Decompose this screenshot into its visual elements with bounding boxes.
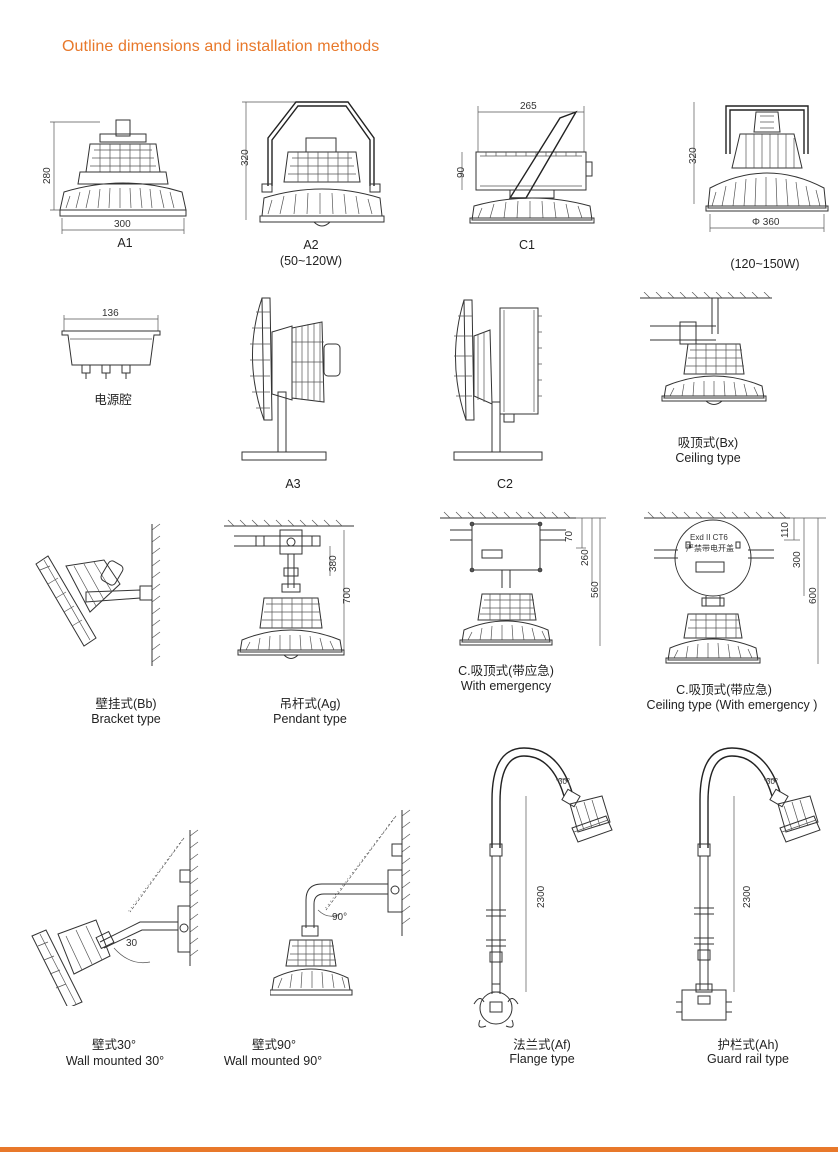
a1-caption: A1 bbox=[117, 236, 133, 250]
c1-drawing: 265 90 bbox=[456, 101, 595, 224]
ce2-dim-110: 110 bbox=[780, 522, 791, 538]
hb-dim-height: 320 bbox=[688, 147, 699, 164]
hb-caption: (120~150W) bbox=[730, 257, 800, 271]
ce2-dim-300: 300 bbox=[792, 551, 803, 568]
c1-caption: C1 bbox=[519, 238, 535, 252]
a1-drawing: 280 300 bbox=[42, 119, 187, 234]
ah-dim-length: 2300 bbox=[742, 885, 753, 908]
c1-dim-width: 265 bbox=[520, 101, 537, 112]
a2-caption: A2 bbox=[303, 238, 319, 252]
ce2-drawing: Exd II CT6 严禁带电开盖 110 300 600 bbox=[644, 511, 826, 664]
ah-caption-en: Guard rail type bbox=[707, 1052, 789, 1066]
af-dim-length: 2300 bbox=[536, 885, 547, 908]
ce2-label: Exd II CT6 bbox=[690, 533, 728, 542]
w30-caption: 壁式30° bbox=[92, 1038, 136, 1052]
af-dim-angle: 30° bbox=[558, 777, 570, 786]
bx-caption: 吸顶式(Bx) bbox=[677, 436, 739, 450]
a2-dim-height: 320 bbox=[240, 149, 251, 166]
w30-dim-angle: 30 bbox=[126, 938, 138, 949]
af-drawing: 30° 2300 bbox=[473, 747, 613, 1028]
c2-drawing bbox=[453, 299, 543, 461]
bb-drawing bbox=[35, 523, 161, 666]
ag-caption-en: Pendant type bbox=[273, 712, 347, 726]
w90-caption-en: Wall mounted 90° bbox=[223, 1054, 323, 1068]
box-caption: 电源腔 bbox=[94, 393, 132, 407]
a2-drawing: 320 bbox=[240, 101, 385, 227]
ce-dim-260: 260 bbox=[580, 549, 591, 566]
box-dim-width: 136 bbox=[102, 308, 119, 319]
c2-caption: C2 bbox=[497, 477, 513, 491]
a2-caption-power: (50~120W) bbox=[279, 254, 343, 268]
bottom-accent-rule bbox=[0, 1147, 838, 1152]
a1-dim-width: 300 bbox=[114, 219, 131, 230]
bx-caption-en: Ceiling type bbox=[675, 451, 741, 465]
ag-caption: 吊杆式(Ag) bbox=[279, 697, 341, 711]
af-caption: 法兰式(Af) bbox=[513, 1038, 571, 1052]
ah-drawing: 30° 2300 bbox=[676, 747, 821, 1021]
ce-caption: C.吸顶式(带应急) bbox=[458, 664, 554, 678]
w90-caption: 壁式90° bbox=[252, 1038, 296, 1052]
a3-drawing bbox=[241, 297, 341, 461]
ce-dim-70: 70 bbox=[564, 530, 575, 542]
w30-drawing: 30 bbox=[31, 829, 199, 1006]
ce-drawing: 70 260 560 bbox=[440, 511, 606, 646]
ce-dim-560: 560 bbox=[590, 581, 601, 598]
a3-caption: A3 bbox=[285, 477, 301, 491]
w30-caption-en: Wall mounted 30° bbox=[65, 1054, 165, 1068]
ce2-caption-en: Ceiling type (With emergency ) bbox=[646, 698, 818, 712]
hb-dim-diameter: Φ 360 bbox=[752, 217, 780, 228]
page-title: Outline dimensions and installation meth… bbox=[62, 38, 380, 55]
ce2-label2: 严禁带电开盖 bbox=[686, 543, 734, 553]
ah-dim-angle: 30° bbox=[766, 777, 778, 786]
ce2-dim-600: 600 bbox=[808, 587, 819, 604]
ce2-caption: C.吸顶式(带应急) bbox=[676, 683, 772, 697]
ag-drawing: 380 700 bbox=[224, 519, 354, 659]
bb-caption-en: Bracket type bbox=[91, 712, 161, 726]
bx-drawing bbox=[640, 292, 772, 405]
ag-dim-700: 700 bbox=[342, 587, 353, 604]
w90-dim-angle: 90° bbox=[332, 912, 347, 923]
bb-caption: 壁挂式(Bb) bbox=[95, 697, 157, 711]
ce-caption-en: With emergency bbox=[460, 679, 552, 693]
ag-dim-380: 380 bbox=[328, 555, 339, 572]
a1-dim-height: 280 bbox=[42, 167, 53, 184]
w90-drawing: 90° bbox=[270, 809, 411, 996]
ah-caption: 护栏式(Ah) bbox=[717, 1038, 779, 1052]
box-drawing: 136 bbox=[61, 308, 161, 379]
af-caption-en: Flange type bbox=[509, 1052, 575, 1066]
c1-dim-height: 90 bbox=[456, 166, 467, 178]
highbay-drawing: 320 Φ 360 bbox=[688, 102, 829, 232]
